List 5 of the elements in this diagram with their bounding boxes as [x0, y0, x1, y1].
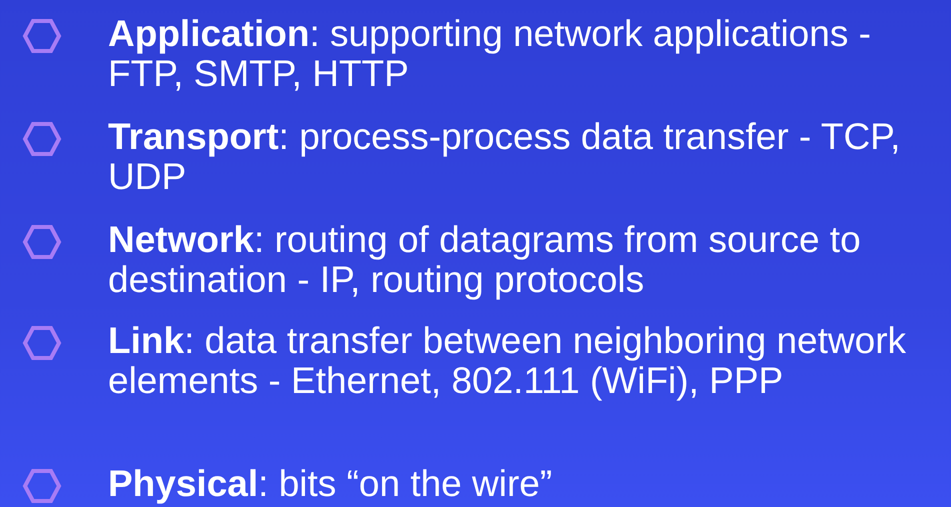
bullet-text: Link: data transfer between neighboring network elements - Ethernet, 802.111 (WiFi), PPP: [108, 321, 908, 401]
bullet-text: Application: supporting network applications - FTP, SMTP, HTTP: [108, 14, 872, 94]
bullet-text: Physical: bits “on the wire”: [108, 464, 554, 504]
bullet-text: Network: routing of datagrams from source to destination - IP, routing protocols: [108, 220, 862, 300]
bullet-text: Transport: process-process data transfer - TCP, UDP: [108, 117, 902, 197]
